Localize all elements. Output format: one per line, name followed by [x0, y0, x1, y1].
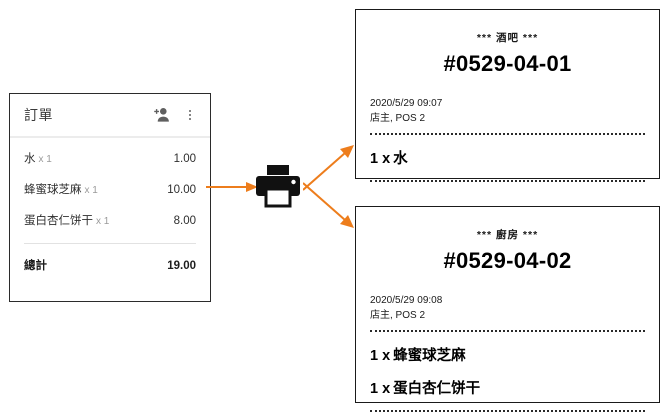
order-item-price: 1.00 [173, 153, 196, 165]
receipt-line-name: 蜂蜜球芝麻 [393, 348, 466, 364]
receipt-line-name: 水 [393, 151, 408, 167]
receipt-line-qty: 1 x [370, 151, 391, 167]
receipt-meta: 2020/5/29 09:07 店主, POS 2 [370, 97, 645, 126]
order-total-label: 總計 [24, 260, 47, 272]
receipt-divider-top [370, 330, 645, 332]
add-person-icon[interactable] [150, 104, 172, 126]
menu-dot [188, 113, 192, 117]
order-item-qty: x 1 [96, 216, 110, 227]
receipt-timestamp: 2020/5/29 09:07 [370, 98, 443, 109]
receipt-meta: 2020/5/29 09:08 店主, POS 2 [370, 294, 645, 323]
order-total-value: 19.00 [167, 260, 196, 272]
receipt-kitchen: *** 廚房 *** #0529-04-02 2020/5/29 09:08 店… [355, 206, 660, 412]
receipt-line-qty: 1 x [370, 381, 391, 397]
arrow-up-right-icon [302, 144, 355, 192]
receipt-divider-bottom [370, 410, 645, 412]
receipt-operator: 店主, POS 2 [370, 309, 426, 321]
order-item-name-text: 蜂蜜球芝麻 [24, 184, 82, 196]
order-item-name-text: 蛋白杏仁饼干 [24, 215, 93, 227]
receipt-order-number: #0529-04-01 [443, 51, 572, 76]
overflow-menu-icon[interactable] [182, 104, 198, 126]
receipt-bar: *** 酒吧 *** #0529-04-01 2020/5/29 09:07 店… [355, 9, 660, 182]
order-item-qty: x 1 [84, 185, 98, 196]
menu-dot [188, 117, 192, 121]
order-total-divider [24, 243, 196, 244]
menu-dot [188, 109, 192, 113]
order-panel-header: 訂單 [10, 94, 210, 138]
receipt-order-number: #0529-04-02 [443, 248, 572, 273]
receipt-divider-bottom [370, 180, 645, 182]
receipt-line-qty: 1 x [370, 348, 391, 364]
order-item-price: 10.00 [167, 184, 196, 196]
order-total-row: 總計 19.00 [10, 244, 210, 273]
receipt-station-label: *** 廚房 *** [476, 229, 539, 241]
order-item-qty: x 1 [38, 154, 52, 165]
receipt-line-name: 蛋白杏仁饼干 [393, 381, 481, 397]
receipt-operator: 店主, POS 2 [370, 112, 426, 124]
arrow-right-icon [206, 180, 258, 194]
order-item-name-text: 水 [24, 153, 36, 165]
order-panel-title: 訂單 [24, 107, 53, 123]
receipt-divider-top [370, 133, 645, 135]
receipt-station-label: *** 酒吧 *** [476, 32, 539, 44]
receipt-timestamp: 2020/5/29 09:08 [370, 295, 443, 306]
printer-icon[interactable] [255, 164, 301, 208]
order-item-price: 8.00 [173, 215, 196, 227]
arrow-down-right-icon [302, 181, 355, 229]
